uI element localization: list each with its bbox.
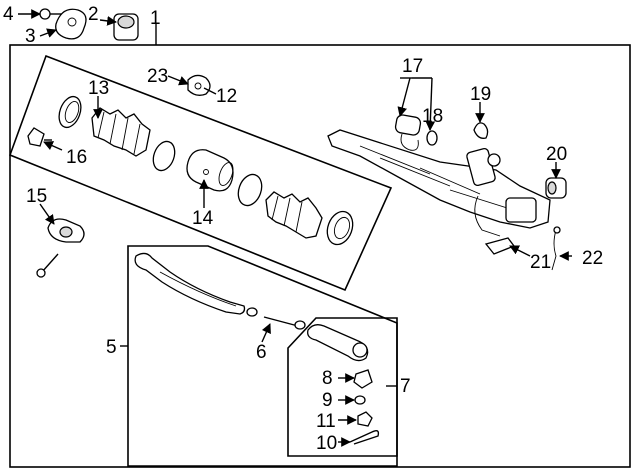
nut-part-11 [357, 411, 373, 427]
pin-part-10 [349, 429, 380, 445]
callout-9: 9 [322, 390, 333, 411]
washer-part-9 [354, 395, 366, 405]
clamp-ring-mid-left [152, 140, 176, 172]
sleeve-part-14 [186, 149, 234, 192]
adjuster-part-6 [246, 307, 306, 330]
sensor-part-22 [551, 226, 561, 271]
callout-14: 14 [192, 208, 214, 229]
valve-part-17 [394, 114, 422, 151]
callout-8: 8 [322, 368, 333, 389]
callout-20: 20 [546, 144, 567, 165]
callout-2: 2 [88, 4, 99, 25]
callout-4: 4 [3, 4, 14, 25]
mount-bolt [36, 253, 59, 278]
clamp-ring-mid-right [237, 173, 263, 207]
clamp-ring-left [58, 95, 82, 129]
stopper-part-16 [27, 127, 52, 147]
callout-12: 12 [216, 86, 237, 107]
callout-15: 15 [26, 186, 47, 207]
callout-19: 19 [470, 84, 491, 105]
callout-21: 21 [530, 252, 551, 273]
callout-17: 17 [402, 56, 423, 77]
oring-part-18 [426, 130, 438, 146]
nut-part-8 [353, 369, 373, 389]
clamp-ring-right [326, 210, 354, 246]
boot-right [265, 191, 323, 239]
mount-part-15 [47, 218, 85, 243]
boot-group-box [8, 54, 393, 292]
callout-7: 7 [400, 376, 411, 397]
assembly-frame [9, 44, 631, 468]
callout-1: 1 [150, 8, 161, 29]
grommet-part-2 [113, 13, 139, 41]
bracket-part-21 [484, 237, 516, 255]
callout-3: 3 [25, 26, 36, 47]
callout-5: 5 [106, 337, 117, 358]
bracket-part-3 [55, 8, 87, 40]
callout-11: 11 [316, 411, 336, 432]
callout-10: 10 [316, 433, 337, 454]
bushing-part-20 [545, 177, 567, 199]
callout-13: 13 [88, 78, 109, 99]
callout-22: 22 [582, 248, 603, 269]
tie-rod-inner [134, 252, 246, 315]
tie-rod-end-part-7 [307, 324, 369, 362]
callout-16: 16 [66, 147, 87, 168]
steering-rack [327, 129, 551, 237]
callout-6: 6 [256, 342, 267, 363]
callout-23: 23 [147, 66, 168, 87]
boot-part-13 [91, 107, 151, 157]
cap-part-19 [473, 122, 489, 139]
tie-rod-end-box [287, 317, 398, 457]
clip-part-23 [187, 74, 211, 96]
callout-18: 18 [422, 106, 443, 127]
